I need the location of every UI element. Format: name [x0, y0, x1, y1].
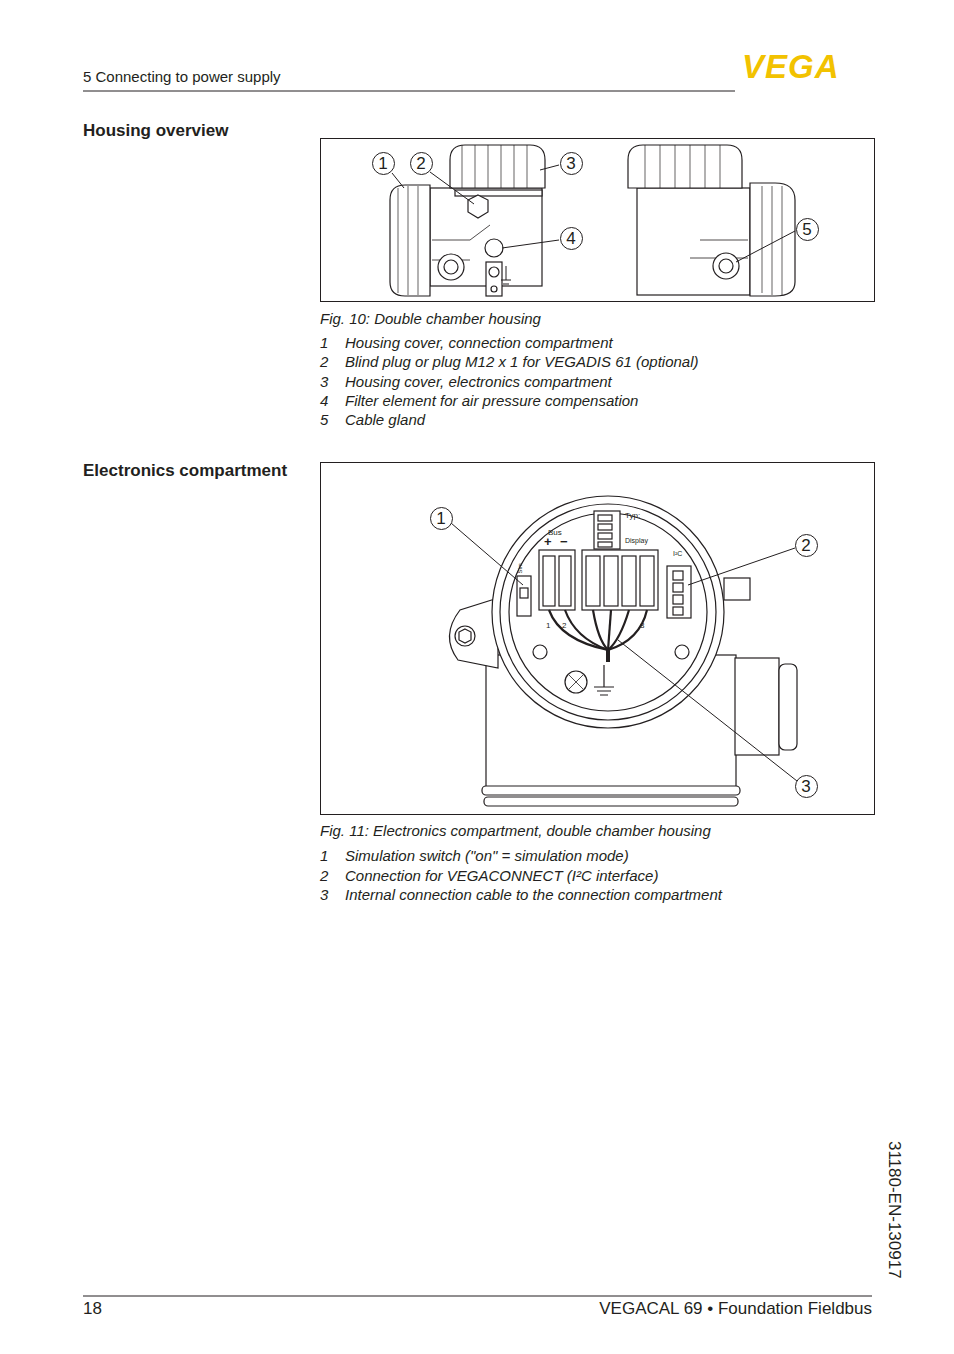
section-heading: Housing overview: [83, 121, 228, 141]
callout-number: 5: [796, 218, 819, 241]
callout-number: 2: [795, 534, 818, 557]
rotated-text: 31180-EN-130917: [884, 1141, 904, 1279]
caption-text: Fig. 11: Electronics compartment, double…: [320, 822, 711, 839]
part-label: Display: [625, 537, 648, 545]
callout-number: 3: [795, 775, 818, 798]
housing-right: [628, 145, 795, 296]
callout-text: 2: [801, 537, 810, 554]
compartment-drawing: [449, 496, 797, 806]
caption-text: 4: [320, 392, 328, 409]
caption-text: 3: [320, 373, 328, 390]
caption-text: 5: [320, 411, 328, 428]
part-label: 1: [546, 621, 550, 630]
callout-number: 3: [560, 152, 583, 175]
part-label: +: [544, 535, 552, 550]
callout-number: 2: [410, 152, 433, 175]
caption-text: Fig. 10: Double chamber housing: [320, 310, 541, 327]
caption-text: 2: [320, 353, 328, 370]
callout-text: 3: [566, 155, 575, 172]
caption-text: Simulation switch ("on" = simulation mod…: [345, 847, 629, 864]
rotated-text: Sim: [517, 563, 524, 573]
part-label: −: [560, 535, 568, 550]
part-label: Typ:: [625, 511, 640, 520]
caption-text: 1: [320, 847, 328, 864]
caption-text: Blind plug or plug M12 x 1 for VEGADIS 6…: [345, 353, 699, 370]
text-label: 5 Connecting to power supply: [83, 68, 281, 85]
part-label: I²C: [673, 550, 682, 558]
housing-left: [390, 145, 545, 296]
callout-number: 1: [372, 152, 395, 175]
caption-text: Housing cover, electronics compartment: [345, 373, 612, 390]
caption-text: Filter element for air pressure compensa…: [345, 392, 638, 409]
caption-text: Housing cover, connection compartment: [345, 334, 613, 351]
section-heading: Electronics compartment: [83, 461, 287, 481]
ground-symbol: [594, 665, 614, 695]
text-label: 18: [83, 1299, 102, 1319]
internal-cable: [549, 610, 647, 662]
part-label: 2: [562, 621, 566, 630]
caption-text: Connection for VEGACONNECT (I²C interfac…: [345, 867, 658, 884]
footer-title: VEGACAL 69 • Foundation Fieldbus: [599, 1299, 872, 1319]
callout-number: 4: [560, 227, 583, 250]
callout-text: 2: [416, 155, 425, 172]
caption-text: Cable gland: [345, 411, 425, 428]
callout-number: 1: [430, 507, 453, 530]
callout-text: 1: [436, 510, 445, 527]
caption-text: 2: [320, 867, 328, 884]
callout-text: 1: [378, 155, 387, 172]
callout-text: 3: [801, 778, 810, 795]
brand-logo: VEGA: [742, 48, 840, 86]
caption-text: 1: [320, 334, 328, 351]
caption-text: 3: [320, 886, 328, 903]
callout-text: 4: [566, 230, 575, 247]
caption-text: Internal connection cable to the connect…: [345, 886, 722, 903]
part-label: 8: [640, 621, 644, 630]
callout-text: 5: [802, 221, 811, 238]
